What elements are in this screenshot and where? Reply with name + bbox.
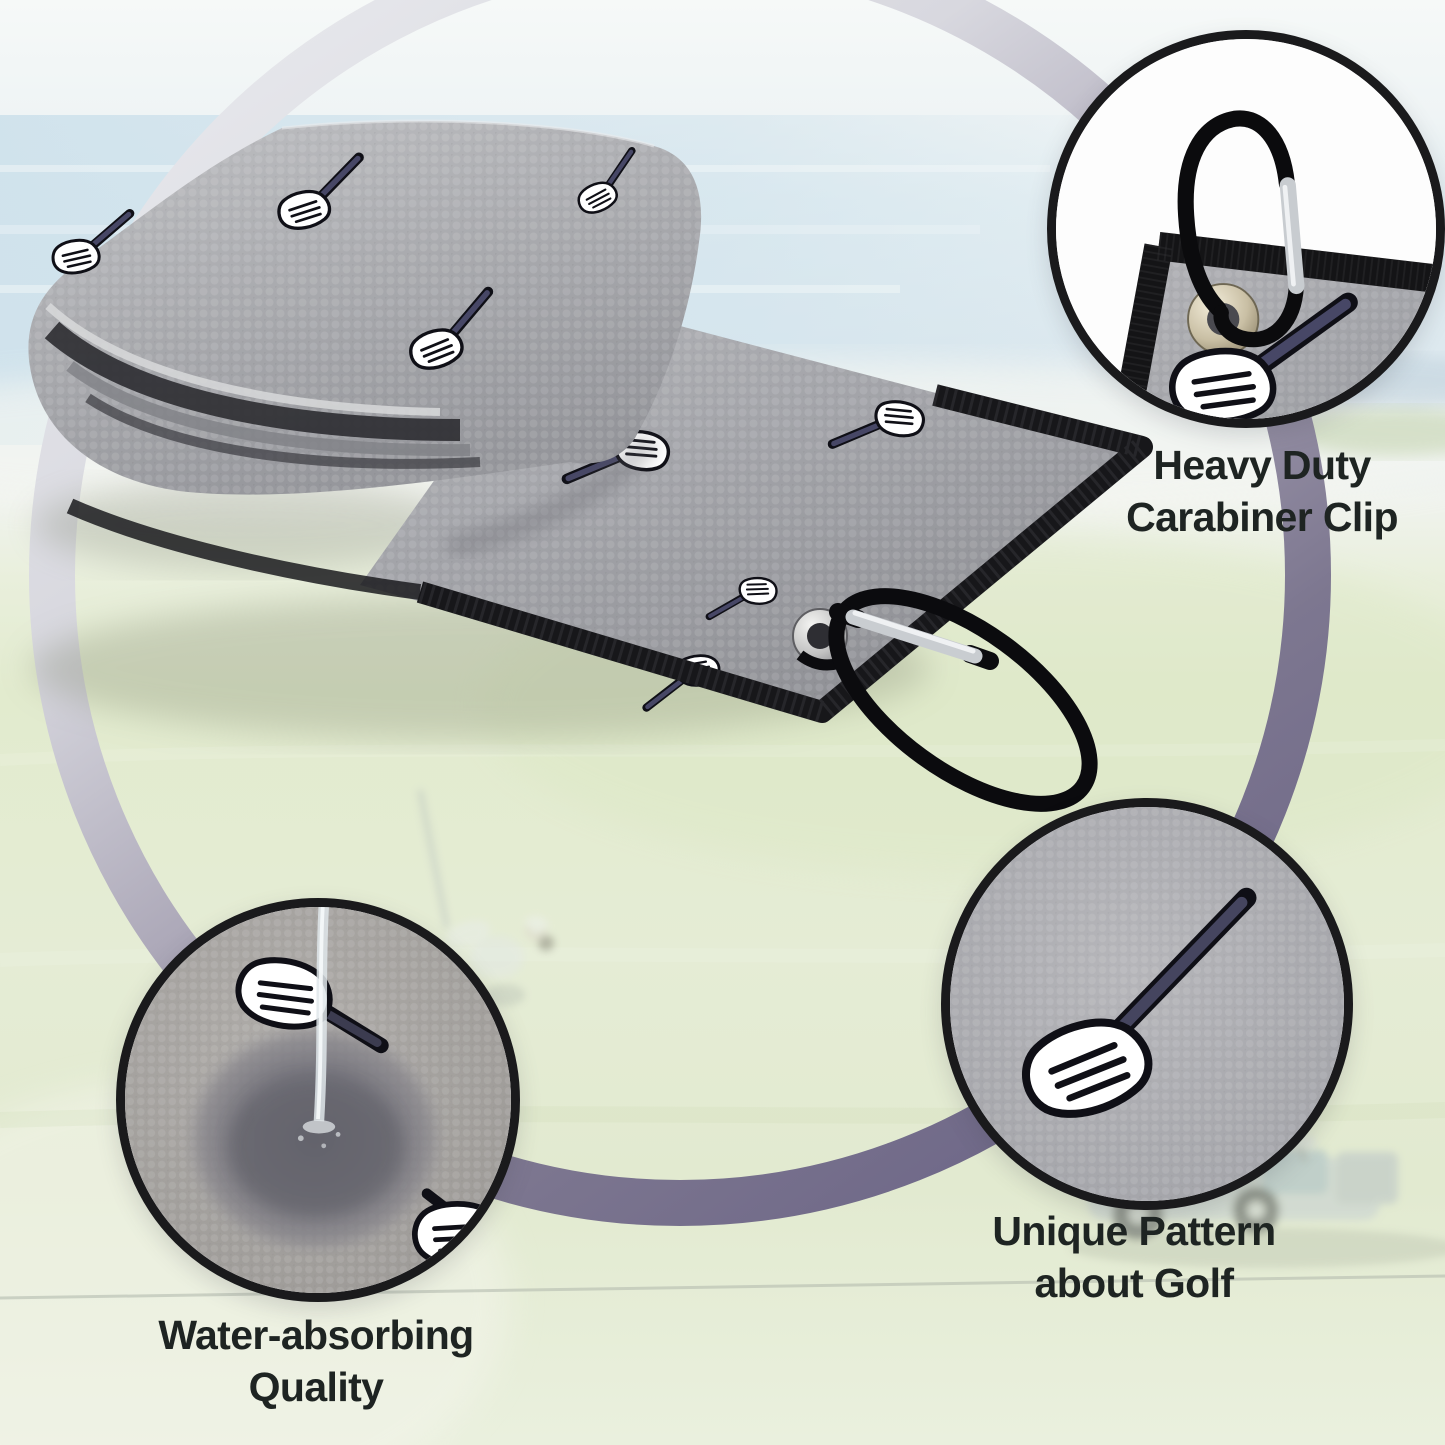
- accent-ring: [29, 0, 1331, 1226]
- carabiner-icon: [1177, 110, 1305, 348]
- carabiner-closeup-art: [1056, 39, 1436, 419]
- golf-club-icon: [1023, 887, 1257, 1117]
- hill-right: [1285, 408, 1445, 456]
- towel-trim: [416, 384, 1153, 723]
- golfer-silhouette-icon: [417, 789, 554, 1006]
- label-line: about Golf: [1034, 1259, 1235, 1306]
- callout-pattern-closeup: [941, 798, 1353, 1210]
- towel-shadow: [35, 479, 465, 571]
- towel-trim-stitch: [416, 384, 1166, 725]
- label-water-absorbing: Water-absorbing Quality: [66, 1310, 566, 1413]
- wet-spot-core: [228, 1078, 404, 1217]
- label-line: Water-absorbing: [158, 1312, 474, 1358]
- golf-club-icon: [408, 1188, 509, 1277]
- flap-top-highlight: [281, 119, 655, 148]
- carabiner-icon: [796, 588, 1098, 812]
- label-line: Carabiner Clip: [1126, 493, 1398, 540]
- towel-under-hem: [66, 498, 422, 600]
- grommet-hole: [807, 623, 833, 649]
- pattern-closeup-art: [950, 807, 1344, 1201]
- grass-streak: [0, 739, 1445, 766]
- label-line: Unique Pattern: [992, 1208, 1276, 1254]
- fold-roll-shading: [44, 303, 481, 469]
- water-stream-icon: [297, 907, 341, 1149]
- label-line: Heavy Duty: [1153, 442, 1371, 488]
- callout-water-closeup: [116, 898, 520, 1302]
- label-line: Quality: [248, 1363, 384, 1410]
- fold-shadow: [445, 432, 660, 560]
- label-unique-pattern: Unique Pattern about Golf: [904, 1206, 1364, 1309]
- callout-carabiner-closeup: [1047, 30, 1445, 428]
- horizon-cable-line: [0, 1274, 1445, 1300]
- label-carabiner-clip: Heavy Duty Carabiner Clip: [1032, 440, 1445, 543]
- golf-towel: [28, 119, 1166, 812]
- water-closeup-art: [125, 907, 511, 1293]
